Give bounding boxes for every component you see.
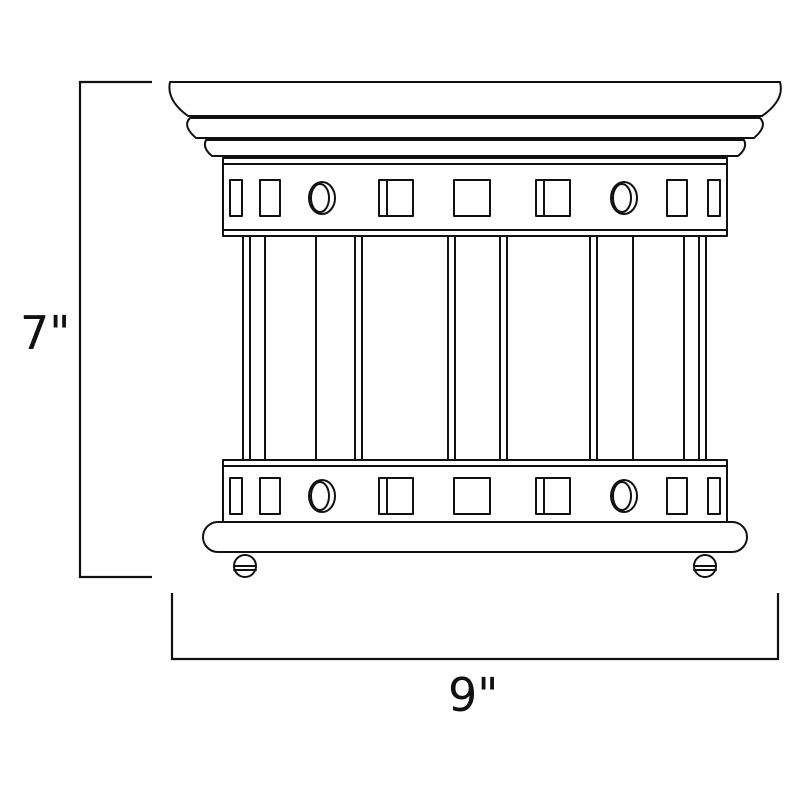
top-cutout-slot (707, 179, 721, 217)
width-dimension-label: 9" (448, 668, 499, 722)
bottom-cutout-square (666, 477, 688, 515)
top-cutout-square (666, 179, 688, 217)
top-cutout-square (259, 179, 281, 217)
screw-finial-left (233, 554, 257, 578)
bottom-cutout-square (259, 477, 281, 515)
top-cutout-square-with-bar (378, 179, 414, 217)
base-ring (202, 521, 748, 553)
bottom-cutout-square (453, 477, 491, 515)
top-cutout-circle (610, 181, 638, 215)
top-cutout-circle (308, 181, 336, 215)
canopy-top (168, 81, 782, 117)
bottom-cutout-square-with-bar (535, 477, 571, 515)
bottom-cutout-slot (707, 477, 721, 515)
bottom-cutout-square-with-bar (378, 477, 414, 515)
bottom-band (222, 459, 728, 523)
height-dimension-bracket (78, 80, 152, 579)
bottom-cutout-circle (308, 479, 336, 513)
ceiling-light-fixture-icon (168, 81, 782, 578)
bottom-cutout-circle (610, 479, 638, 513)
height-dimension-label: 7" (20, 306, 71, 360)
top-cutout-square (453, 179, 491, 217)
bottom-band-cutouts (229, 477, 721, 515)
screw-finial-right (693, 554, 717, 578)
width-dimension-bracket (170, 593, 780, 661)
bottom-cutout-slot (229, 477, 243, 515)
cage-bars (242, 235, 707, 461)
top-cutout-slot (229, 179, 243, 217)
top-cutout-square-with-bar (535, 179, 571, 217)
top-band (222, 157, 728, 237)
top-band-cutouts (229, 179, 721, 217)
